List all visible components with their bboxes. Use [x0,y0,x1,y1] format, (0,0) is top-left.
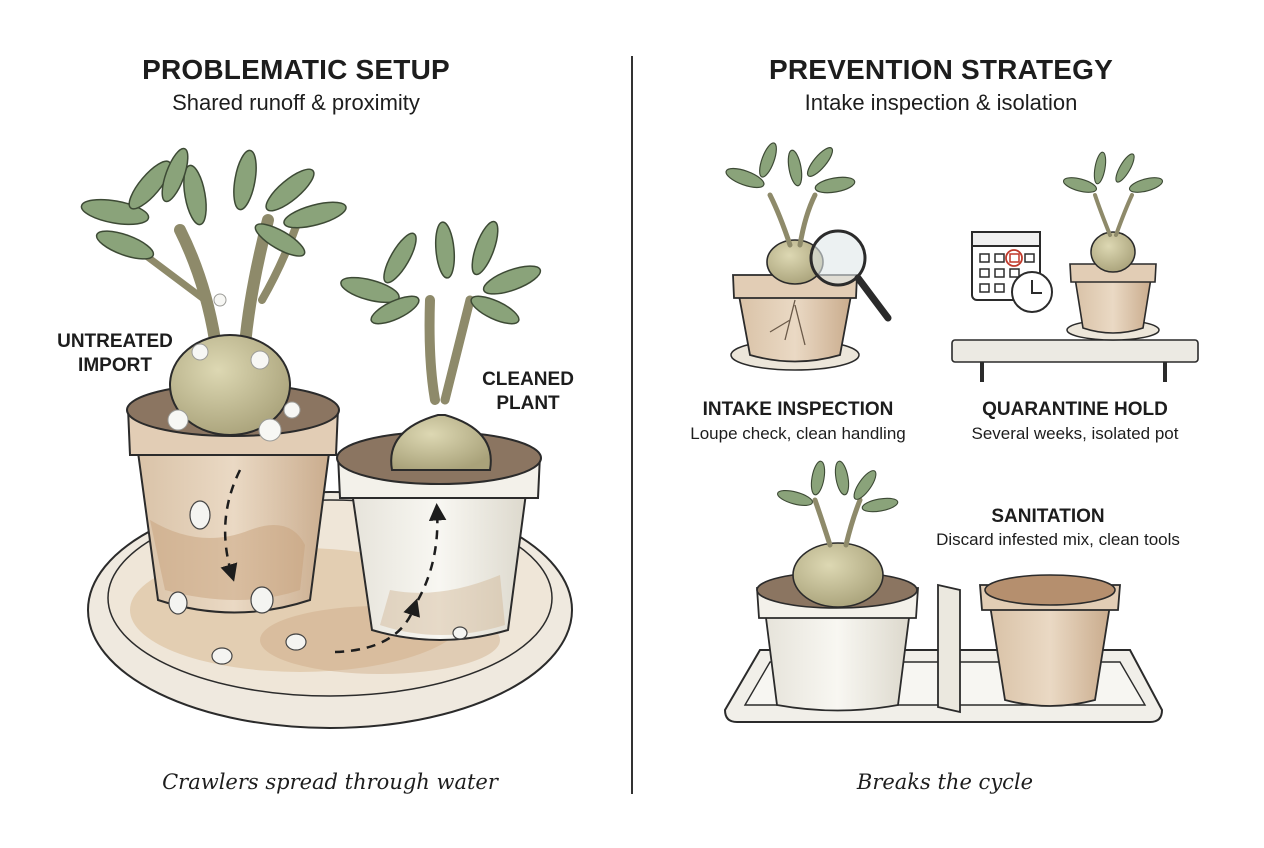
cleaned-plant-label: CLEANED PLANT [482,369,574,414]
panel-divider [631,56,633,794]
sanitation-title: SANITATION [991,506,1105,527]
intake-inspection-scene [725,142,892,371]
quarantine-hold-desc: Several weeks, isolated pot [971,424,1179,443]
sanitation-scene [723,460,1164,723]
right-panel-subtitle: Intake inspection & isolation [804,90,1078,115]
quarantine-hold-scene [951,151,1199,382]
untreated-import-label: UNTREATED IMPORT [57,331,173,376]
intake-inspection-desc: Loupe check, clean handling [690,424,906,443]
left-panel-caption: Crawlers spread through water [162,770,498,794]
spread-path-arrows [220,469,447,654]
left-panel-title: PROBLEMATIC SETUP [142,54,450,85]
left-panel-subtitle: Shared runoff & proximity [172,90,420,115]
right-panel-title: PREVENTION STRATEGY [769,54,1113,85]
intake-inspection-title: INTAKE INSPECTION [702,399,894,420]
magnifying-glass-icon [809,229,892,322]
quarantine-hold-title: QUARANTINE HOLD [982,399,1168,420]
sanitation-empty-clay-pot [979,574,1121,707]
right-panel-caption: Breaks the cycle [856,770,1034,794]
sanitation-white-pot [756,460,919,712]
clock-icon [1011,271,1053,313]
mealybug-crawlers [168,500,468,665]
sanitation-desc: Discard infested mix, clean tools [936,530,1180,549]
untreated-plant [80,147,347,442]
cleaned-plant [340,220,542,471]
divider-panel-icon [937,583,961,714]
